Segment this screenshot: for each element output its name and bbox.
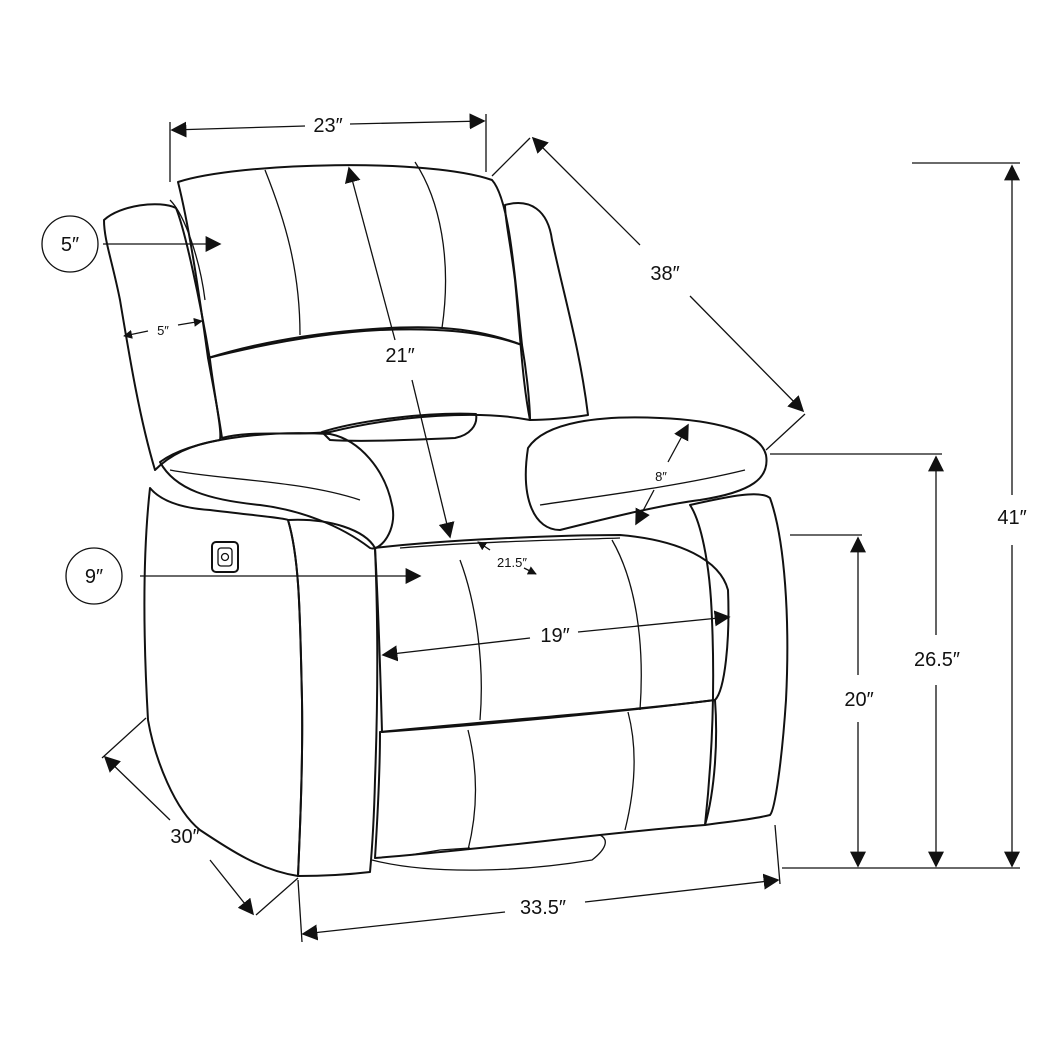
footrest-seam-right [624, 711, 635, 831]
headrest-seam-right [414, 161, 447, 329]
label-seat-height: 20″ [844, 689, 873, 711]
left-arm-front-panel [287, 518, 379, 877]
label-front-callout: 9″ [85, 566, 103, 588]
seat-back-edge [399, 537, 621, 549]
right-arm-pad [524, 416, 768, 531]
dimension-labels: 23″ 38″ 41″ 26.5″ 20″ 21″ 5″ 5″ 9″ 8″ 21… [61, 115, 1027, 919]
middle-back-cushion [207, 328, 531, 439]
left-wing-edge [169, 199, 206, 301]
left-arm-pad [159, 432, 395, 550]
label-back-height: 21″ [385, 345, 414, 367]
back-recess [321, 412, 478, 442]
right-arm-seam [539, 469, 746, 506]
label-headrest-callout: 5″ [61, 234, 79, 256]
footrest-seam-left [467, 729, 477, 851]
label-back-width: 23″ [313, 115, 342, 137]
seat-seam-left [459, 559, 482, 721]
headrest-cushion [177, 164, 523, 359]
label-arm-height: 26.5″ [914, 649, 960, 671]
footrest-cushion [374, 699, 718, 859]
swivel-base [371, 834, 606, 871]
label-overall-width: 33.5″ [520, 897, 566, 919]
headrest-seam-left [264, 169, 301, 336]
label-total-height: 41″ [997, 507, 1026, 529]
right-arm-body [689, 493, 789, 826]
label-wing-thickness: 5″ [157, 323, 169, 338]
label-diagonal-depth: 38″ [650, 263, 679, 285]
base-edge [409, 847, 471, 856]
left-arm-seam [169, 469, 361, 501]
label-seat-width: 19″ [540, 625, 569, 647]
right-wing [504, 202, 589, 421]
seat-cushion [374, 534, 730, 733]
dimension-lines [101, 113, 1020, 943]
headrest-callout-circle [41, 215, 99, 273]
label-arm-cushion-height: 8″ [655, 469, 667, 484]
front-callout-circle [65, 547, 123, 605]
recline-control-icon [211, 541, 239, 573]
recliner-drawing [103, 161, 789, 877]
label-seat-depth: 21.5″ [497, 555, 527, 570]
seat-seam-right [611, 539, 642, 711]
label-overall-depth: 30″ [170, 826, 199, 848]
